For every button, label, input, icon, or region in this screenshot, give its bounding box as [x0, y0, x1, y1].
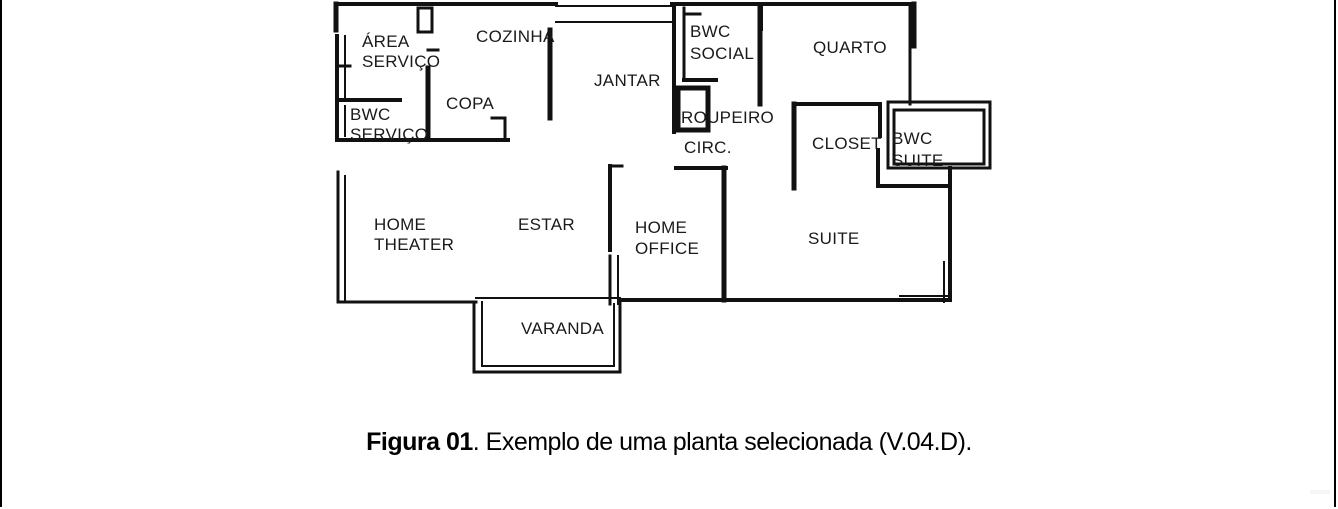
- label-jantar: JANTAR: [594, 71, 661, 90]
- label-quarto: QUARTO: [813, 38, 887, 57]
- label-area-servico-2: SERVIÇO: [362, 52, 440, 71]
- label-circ: CIRC.: [684, 138, 732, 157]
- label-varanda: VARANDA: [521, 319, 604, 338]
- label-closet: CLOSET: [812, 134, 882, 153]
- label-bwc-servico-2: SERVIÇO: [350, 125, 428, 144]
- label-bwc-suite-1: BWC: [892, 129, 933, 148]
- label-copa: COPA: [446, 94, 494, 113]
- label-bwc-social-1: BWC: [690, 22, 731, 41]
- caption-text: . Exemplo de uma planta selecionada (V.0…: [472, 428, 973, 456]
- room-labels: ÁREA SERVIÇO COZINHA JANTAR BWC SOCIAL Q…: [350, 22, 944, 338]
- figure-caption: Figura 01. Exemplo de uma planta selecio…: [0, 428, 1338, 457]
- label-cozinha: COZINHA: [476, 27, 555, 46]
- label-home-office-2: OFFICE: [635, 239, 699, 258]
- caption-figure-number: Figura 01: [366, 428, 473, 456]
- label-roupeiro: ROUPEIRO: [681, 108, 774, 127]
- label-home-theater-2: THEATER: [374, 235, 454, 254]
- floor-plan: ÁREA SERVIÇO COZINHA JANTAR BWC SOCIAL Q…: [333, 1, 992, 374]
- label-bwc-servico-1: BWC: [350, 105, 391, 124]
- label-home-theater-1: HOME: [374, 215, 426, 234]
- label-area-servico-1: ÁREA: [362, 32, 410, 51]
- label-bwc-social-2: SOCIAL: [690, 44, 754, 63]
- label-bwc-suite-2: SUITE: [892, 151, 944, 170]
- corner-artifact: [1310, 490, 1330, 494]
- label-home-office-1: HOME: [635, 218, 687, 237]
- label-suite: SUITE: [808, 229, 860, 248]
- walls: [333, 1, 992, 374]
- label-estar: ESTAR: [518, 215, 575, 234]
